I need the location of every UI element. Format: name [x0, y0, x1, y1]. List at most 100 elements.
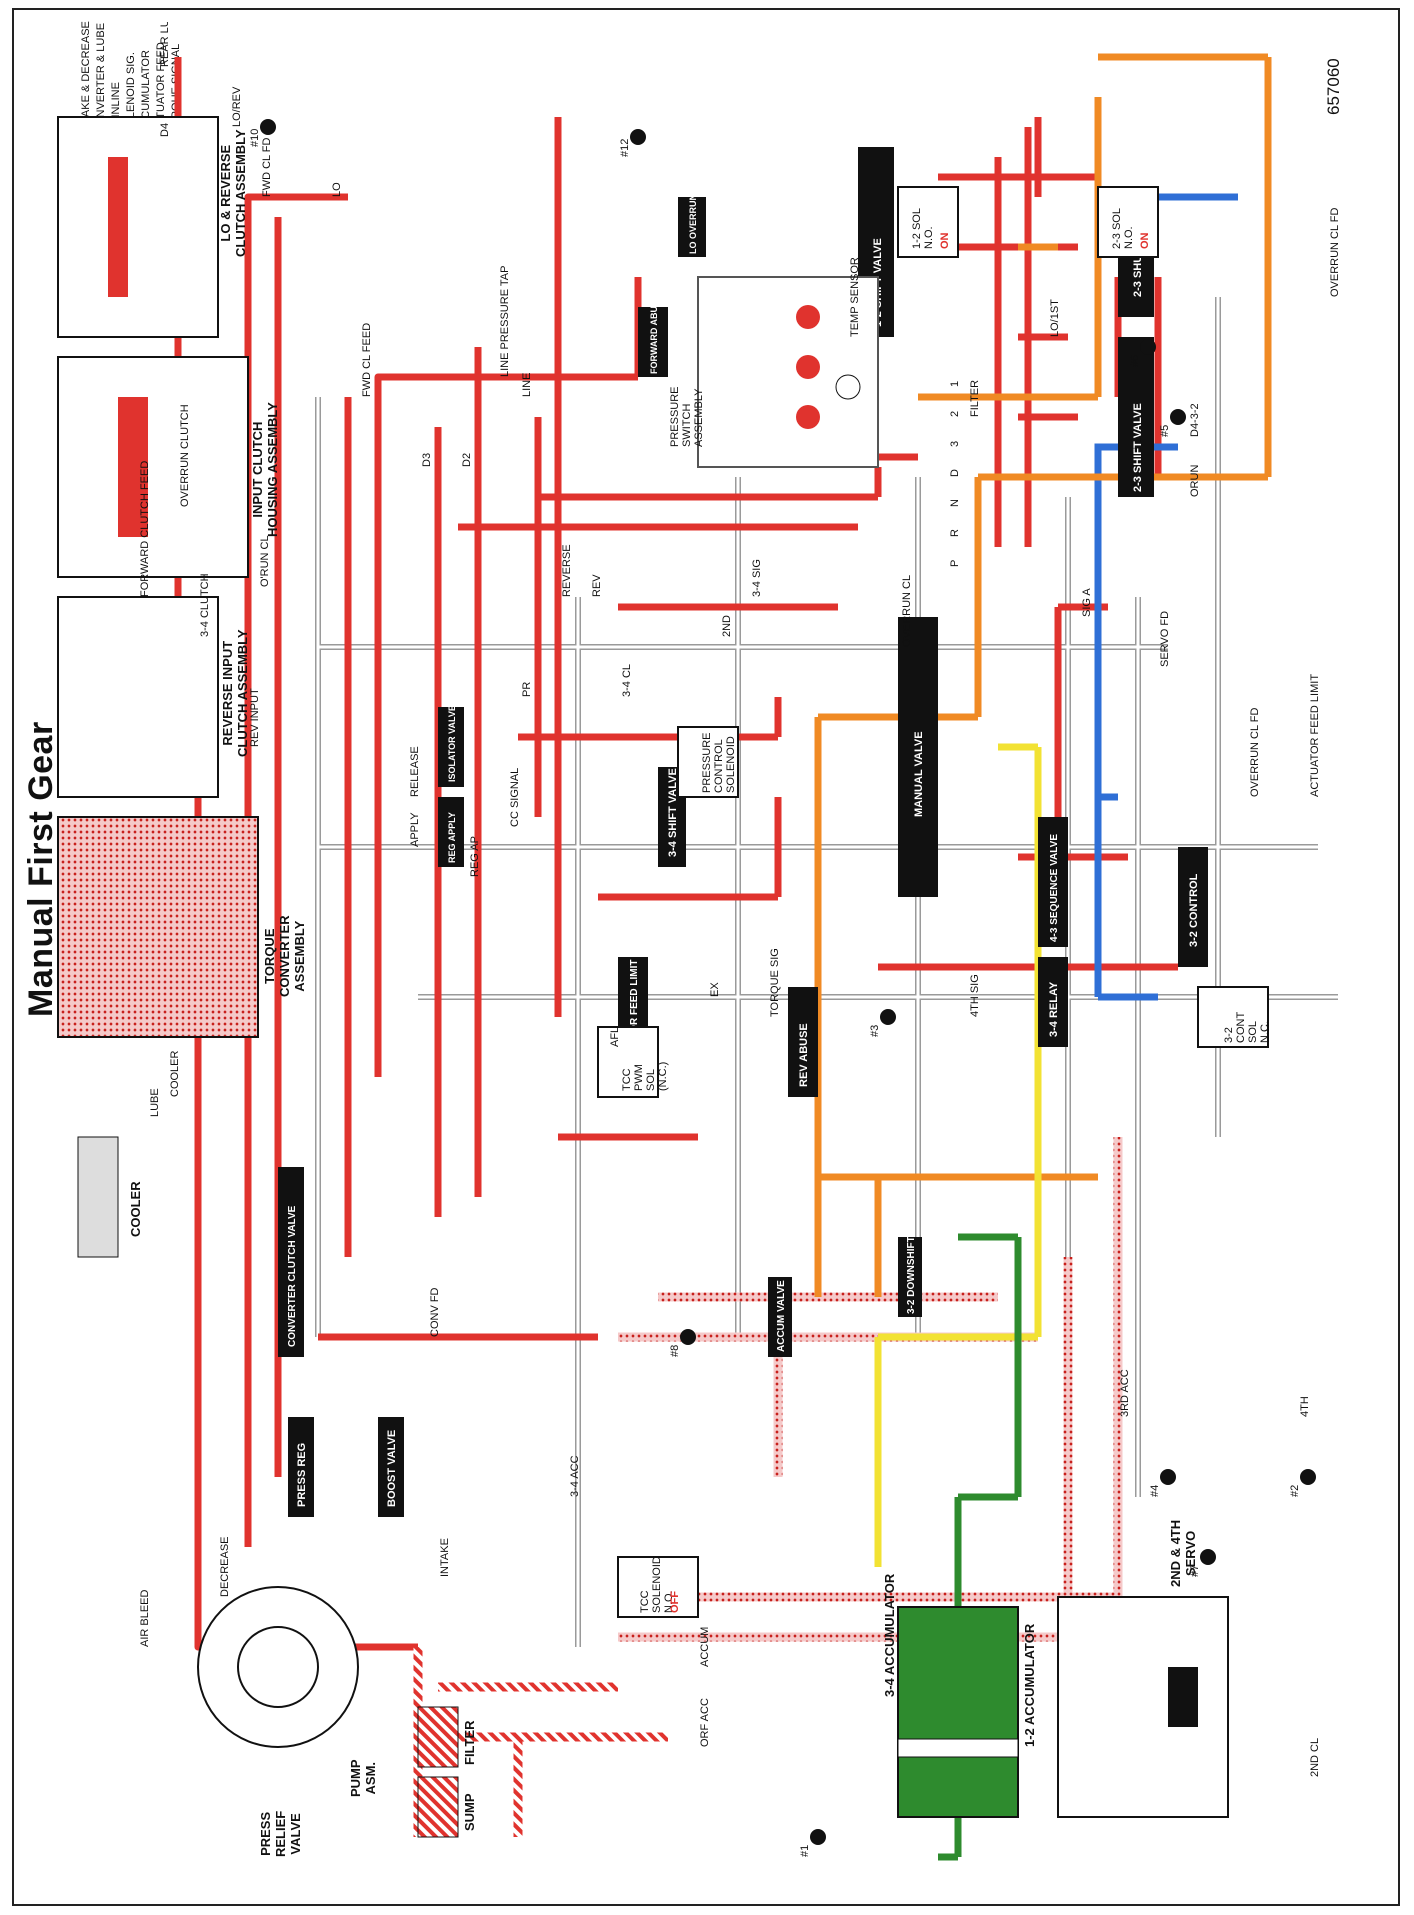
line-label: OVERRUN CL [901, 575, 913, 647]
line-label: FILTER [969, 380, 981, 417]
line-label: OVERRUN CL FD [1329, 208, 1341, 297]
line-label: 4TH SIG [969, 974, 981, 1017]
valve-label: REG APPLY [447, 812, 457, 863]
switch-lo-icon [796, 305, 820, 329]
accum-12-caption: 1-2 ACCUMULATOR [1022, 1623, 1037, 1747]
line-label: D4-3-2 [1189, 403, 1201, 437]
pressure-switch-plate [697, 276, 879, 468]
actuator-feed-passages [814, 53, 1272, 1297]
check-ball-icon [1200, 1549, 1216, 1565]
cooler-caption: COOLER [128, 1181, 143, 1237]
line-label: 3-4 SIG [751, 559, 763, 597]
line-label: COOLER [169, 1050, 181, 1097]
solenoids [597, 186, 1269, 1618]
svg-text:#8: #8 [669, 1345, 681, 1357]
line-label: ACCUM [699, 1627, 711, 1667]
cont-32-icon [1197, 986, 1269, 1048]
manual-valve [898, 617, 938, 897]
line-label: REG AP [469, 836, 481, 877]
check-ball-icon [880, 1009, 896, 1025]
sol-12-label: 1-2 SOLN.O. [911, 208, 935, 249]
valve-label: ACTUATOR FEED LIMIT [629, 959, 640, 1073]
line-label: REV [591, 574, 603, 597]
svg-text:#2: #2 [1289, 1485, 1301, 1497]
check-ball-icon [1140, 339, 1156, 355]
switch-d2-icon [796, 405, 820, 429]
filter-caption: FILTER [462, 1720, 477, 1765]
sequence-valve-43 [1038, 817, 1068, 947]
line-label: LO [331, 182, 343, 197]
valve-label: 3-4 RELAY [1048, 981, 1060, 1037]
tcc-pwm-icon [597, 1026, 659, 1098]
lo-overrun-valve [678, 197, 706, 257]
manual-position: D [949, 469, 961, 477]
sump-caption: SUMP [462, 1793, 477, 1831]
switch-d3-icon [796, 355, 820, 379]
manual-position: 2 [949, 411, 961, 417]
converter-clutch-valve [278, 1167, 304, 1357]
downshift-32-valve [898, 1237, 922, 1317]
line-label: FWD CL FD [261, 137, 273, 197]
valve-label: MANUAL VALVE [913, 731, 925, 817]
check-ball-icon [1170, 409, 1186, 425]
line-label: 3RD ACC [1119, 1369, 1131, 1417]
line-label: 2ND CL [1309, 1738, 1321, 1777]
line-label: FWD CL FEED [361, 323, 373, 397]
valve-label: FORWARD ABUSE [649, 294, 659, 374]
sol-23-state: ON [1139, 232, 1151, 249]
sol-12-state: ON [939, 232, 951, 249]
valve-label: REV ABUSE [798, 1023, 810, 1087]
valve-label: ACCUM VALVE [776, 1280, 787, 1352]
line-label: AIR BLEED [139, 1589, 151, 1647]
line-label: REAR LUBE [159, 22, 171, 67]
line-label: OVERRUN CLUTCH [179, 404, 191, 507]
line-label: 3-4 CL [621, 664, 633, 697]
line-label: TORQUE SIG [769, 948, 781, 1017]
line-label: LUBE [149, 1088, 161, 1117]
check-ball-icon [1300, 1469, 1316, 1485]
isolator-valve [438, 707, 464, 787]
line-label: LO/REV [231, 86, 243, 127]
manual-position: R [949, 529, 961, 537]
manual-position: P [949, 560, 961, 567]
line-label: LINE PRESSURE TAP [499, 266, 511, 377]
relay-34-valve [1038, 957, 1068, 1047]
sol-23-icon [1097, 186, 1159, 258]
valve-label: 2-3 SHIFT VALVE [1132, 403, 1144, 492]
line-label: ORF ACC [699, 1698, 711, 1747]
svg-text:#1: #1 [799, 1845, 811, 1857]
manual-position: 1 [949, 381, 961, 387]
lo-reverse-clutch-drawing [57, 116, 219, 338]
valve-label: 3-2 DOWNSHIFT [906, 1236, 917, 1314]
accum-valve [768, 1277, 792, 1357]
line-label: DECREASE [219, 1536, 231, 1597]
valve-label: PRESS REG [296, 1443, 308, 1507]
switch-rev-icon [835, 374, 861, 400]
tcc-sol-state: OFF [669, 1591, 681, 1613]
control-32-valve [1178, 847, 1208, 967]
line-label: D4 [159, 123, 171, 137]
line-label: INTAKE [439, 1538, 451, 1577]
line-label: 3-4 CLUTCH [199, 573, 211, 637]
line-label: SIG A [1081, 588, 1093, 617]
svg-text:#7: #7 [1189, 1565, 1201, 1577]
line-label: PR [521, 682, 533, 697]
sol-12-icon [897, 186, 959, 258]
manual-position: 3 [949, 441, 961, 447]
svg-text:#4: #4 [1149, 1485, 1161, 1497]
line-label: OVERRUN CL FD [1249, 708, 1261, 797]
line-label: CONV FD [429, 1287, 441, 1337]
valve-label: 3-4 SHIFT VALVE [667, 768, 679, 857]
line-label: SERVO FD [1159, 611, 1171, 667]
accumulator-body [897, 1606, 1019, 1818]
servo-caption: 2ND & 4TH SERVO [1168, 1519, 1198, 1587]
svg-text:#12: #12 [619, 139, 631, 157]
torque-converter-drawing [57, 816, 259, 1038]
shift-valve-23 [1118, 337, 1154, 497]
reverse-input-caption: REVERSE INPUT CLUTCH ASSEMBLY [220, 629, 250, 757]
line-label: RELEASE [409, 746, 421, 797]
svg-text:#5: #5 [1159, 425, 1171, 437]
line-label: 3-4 ACC [569, 1455, 581, 1497]
lo-reverse-caption: LO & REVERSE CLUTCH ASSEMBLY [218, 129, 248, 257]
accum-34-caption: 3-4 ACCUMULATOR [882, 1573, 897, 1697]
